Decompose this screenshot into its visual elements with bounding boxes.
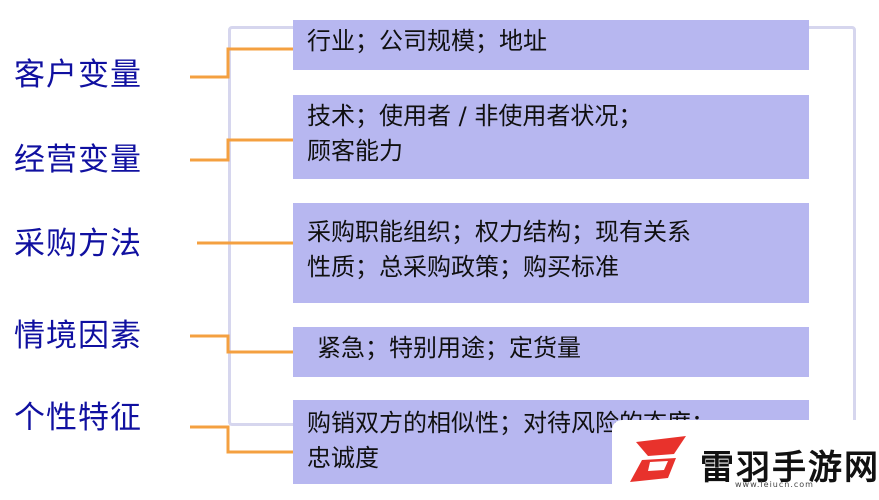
label-customer-variables: 客户变量 [14,57,142,93]
box-operating-variables: 技术；使用者 / 非使用者状况； 顾客能力 [293,95,809,179]
watermark-logo-icon [630,436,686,482]
watermark-badge [612,420,870,494]
box-situational-factors: 紧急；特别用途；定货量 [293,327,809,377]
watermark-name: 雷羽手游网 [700,448,879,488]
label-situational-factors: 情境因素 [14,318,142,354]
box-line: 紧急；特别用途；定货量 [317,334,581,362]
box-purchasing-approach: 采购职能组织；权力结构；现有关系 性质；总采购政策；购买标准 [293,203,809,303]
connector-4 [190,334,293,354]
box-line: 采购职能组织；权力结构；现有关系 [307,218,691,246]
connector-1 [190,47,293,79]
box-customer-variables: 行业；公司规模；地址 [293,20,809,70]
connector-2 [190,138,293,162]
connector-5 [190,425,293,454]
label-purchasing-approach: 采购方法 [14,226,142,262]
box-line: 性质；总采购政策；购买标准 [307,253,619,281]
box-line: 顾客能力 [307,137,403,165]
box-line: 行业；公司规模；地址 [307,27,547,55]
label-personal-characteristics: 个性特征 [14,400,142,436]
box-line: 忠诚度 [307,444,379,472]
watermark-url: www.leiucn.com [735,480,814,489]
box-line: 技术；使用者 / 非使用者状况； [307,102,643,130]
label-operating-variables: 经营变量 [14,142,142,178]
